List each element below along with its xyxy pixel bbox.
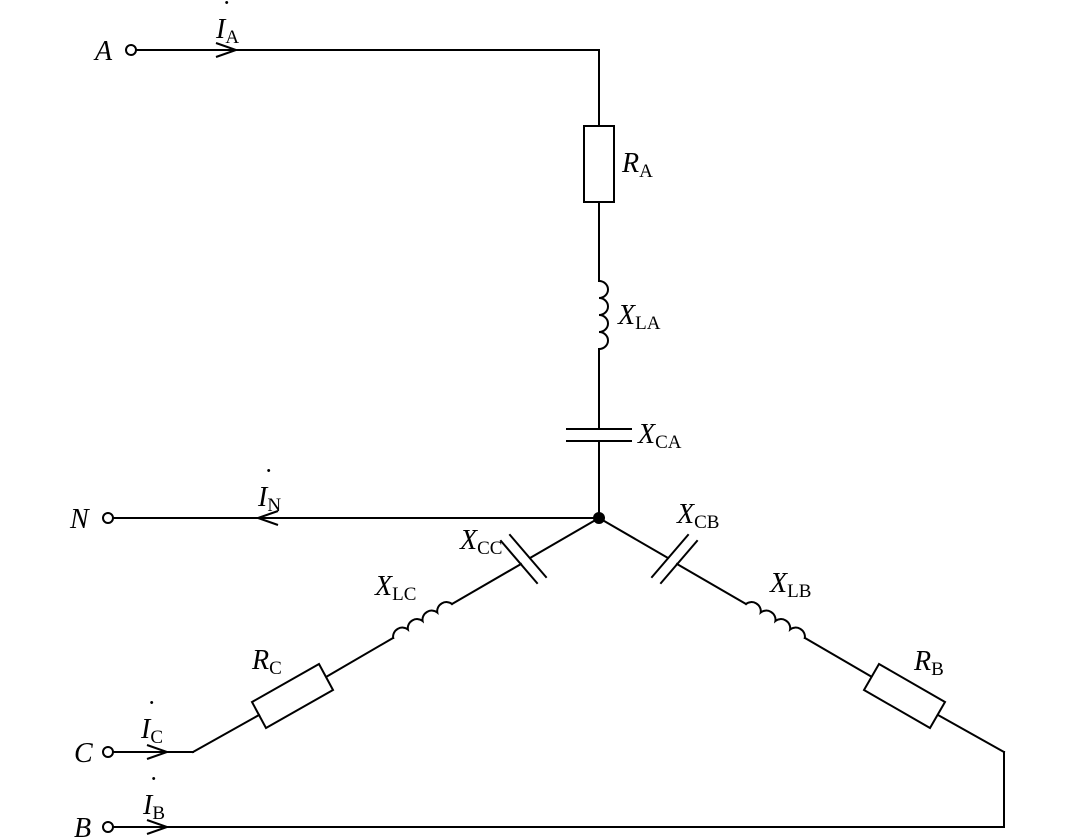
current-label-in: ˙ IN bbox=[257, 464, 281, 516]
terminal-label-n: N bbox=[69, 504, 90, 535]
label-xca: XCA bbox=[637, 419, 682, 453]
svg-text:˙: ˙ bbox=[149, 772, 158, 803]
terminal-label-c: C bbox=[74, 738, 93, 769]
terminal-a bbox=[125, 44, 137, 56]
svg-text:˙: ˙ bbox=[222, 0, 231, 27]
capacitor-xcc-plate-1 bbox=[508, 533, 548, 579]
terminal-n bbox=[102, 512, 114, 524]
label-xlc: XLC bbox=[374, 571, 416, 605]
phase-a-branch bbox=[125, 42, 632, 519]
label-rb: RB bbox=[913, 646, 944, 680]
svg-text:IA: IA bbox=[215, 14, 239, 48]
current-arrow-n bbox=[254, 510, 279, 526]
inductor-xlc bbox=[392, 601, 454, 640]
resistor-ra bbox=[583, 125, 615, 203]
wire-xlb-to-rb bbox=[803, 636, 874, 679]
wire-xlc-to-rc bbox=[324, 636, 395, 679]
svg-text:IN: IN bbox=[257, 482, 281, 516]
terminal-b bbox=[102, 821, 114, 833]
current-label-ib: ˙ IB bbox=[142, 772, 165, 824]
current-arrow-b bbox=[146, 819, 171, 835]
inductor-xlb bbox=[744, 601, 806, 640]
current-label-ia: ˙ IA bbox=[215, 0, 239, 48]
wire-rc-to-corner bbox=[191, 713, 261, 754]
capacitor-xcc-plate-2 bbox=[499, 539, 539, 585]
svg-text:˙: ˙ bbox=[147, 696, 156, 727]
resistor-rc bbox=[250, 662, 335, 730]
label-xlb: XLB bbox=[769, 568, 811, 602]
current-arrow-c bbox=[146, 744, 171, 760]
resistor-rb bbox=[862, 662, 947, 730]
terminal-label-a: A bbox=[93, 36, 113, 67]
label-rc: RC bbox=[251, 645, 282, 679]
terminal-c bbox=[102, 746, 114, 758]
phase-c-branch bbox=[102, 516, 601, 760]
wire-node-to-xcc bbox=[528, 516, 601, 560]
current-arrow-a bbox=[215, 42, 240, 58]
wire-xcb-to-xlb bbox=[675, 562, 748, 606]
label-xla: XLA bbox=[617, 300, 661, 334]
phase-b-branch bbox=[102, 516, 1006, 835]
capacitor-xcb-plate-2 bbox=[659, 539, 699, 585]
label-ra: RA bbox=[621, 148, 653, 182]
label-xcb: XCB bbox=[676, 499, 719, 533]
terminal-label-b: B bbox=[74, 813, 91, 840]
capacitor-xcb-plate-1 bbox=[650, 533, 690, 579]
svg-text:˙: ˙ bbox=[264, 464, 273, 495]
label-xcc: XCC bbox=[459, 525, 502, 559]
svg-text:IC: IC bbox=[140, 714, 163, 748]
current-label-ic: ˙ IC bbox=[140, 696, 163, 748]
wire-rb-to-corner bbox=[936, 713, 1006, 754]
wire-node-to-xcb bbox=[597, 516, 670, 560]
neutral-branch bbox=[102, 510, 605, 526]
inductor-xla bbox=[597, 279, 609, 351]
svg-text:IB: IB bbox=[142, 790, 165, 824]
wire-xcc-to-xlc bbox=[450, 562, 523, 606]
